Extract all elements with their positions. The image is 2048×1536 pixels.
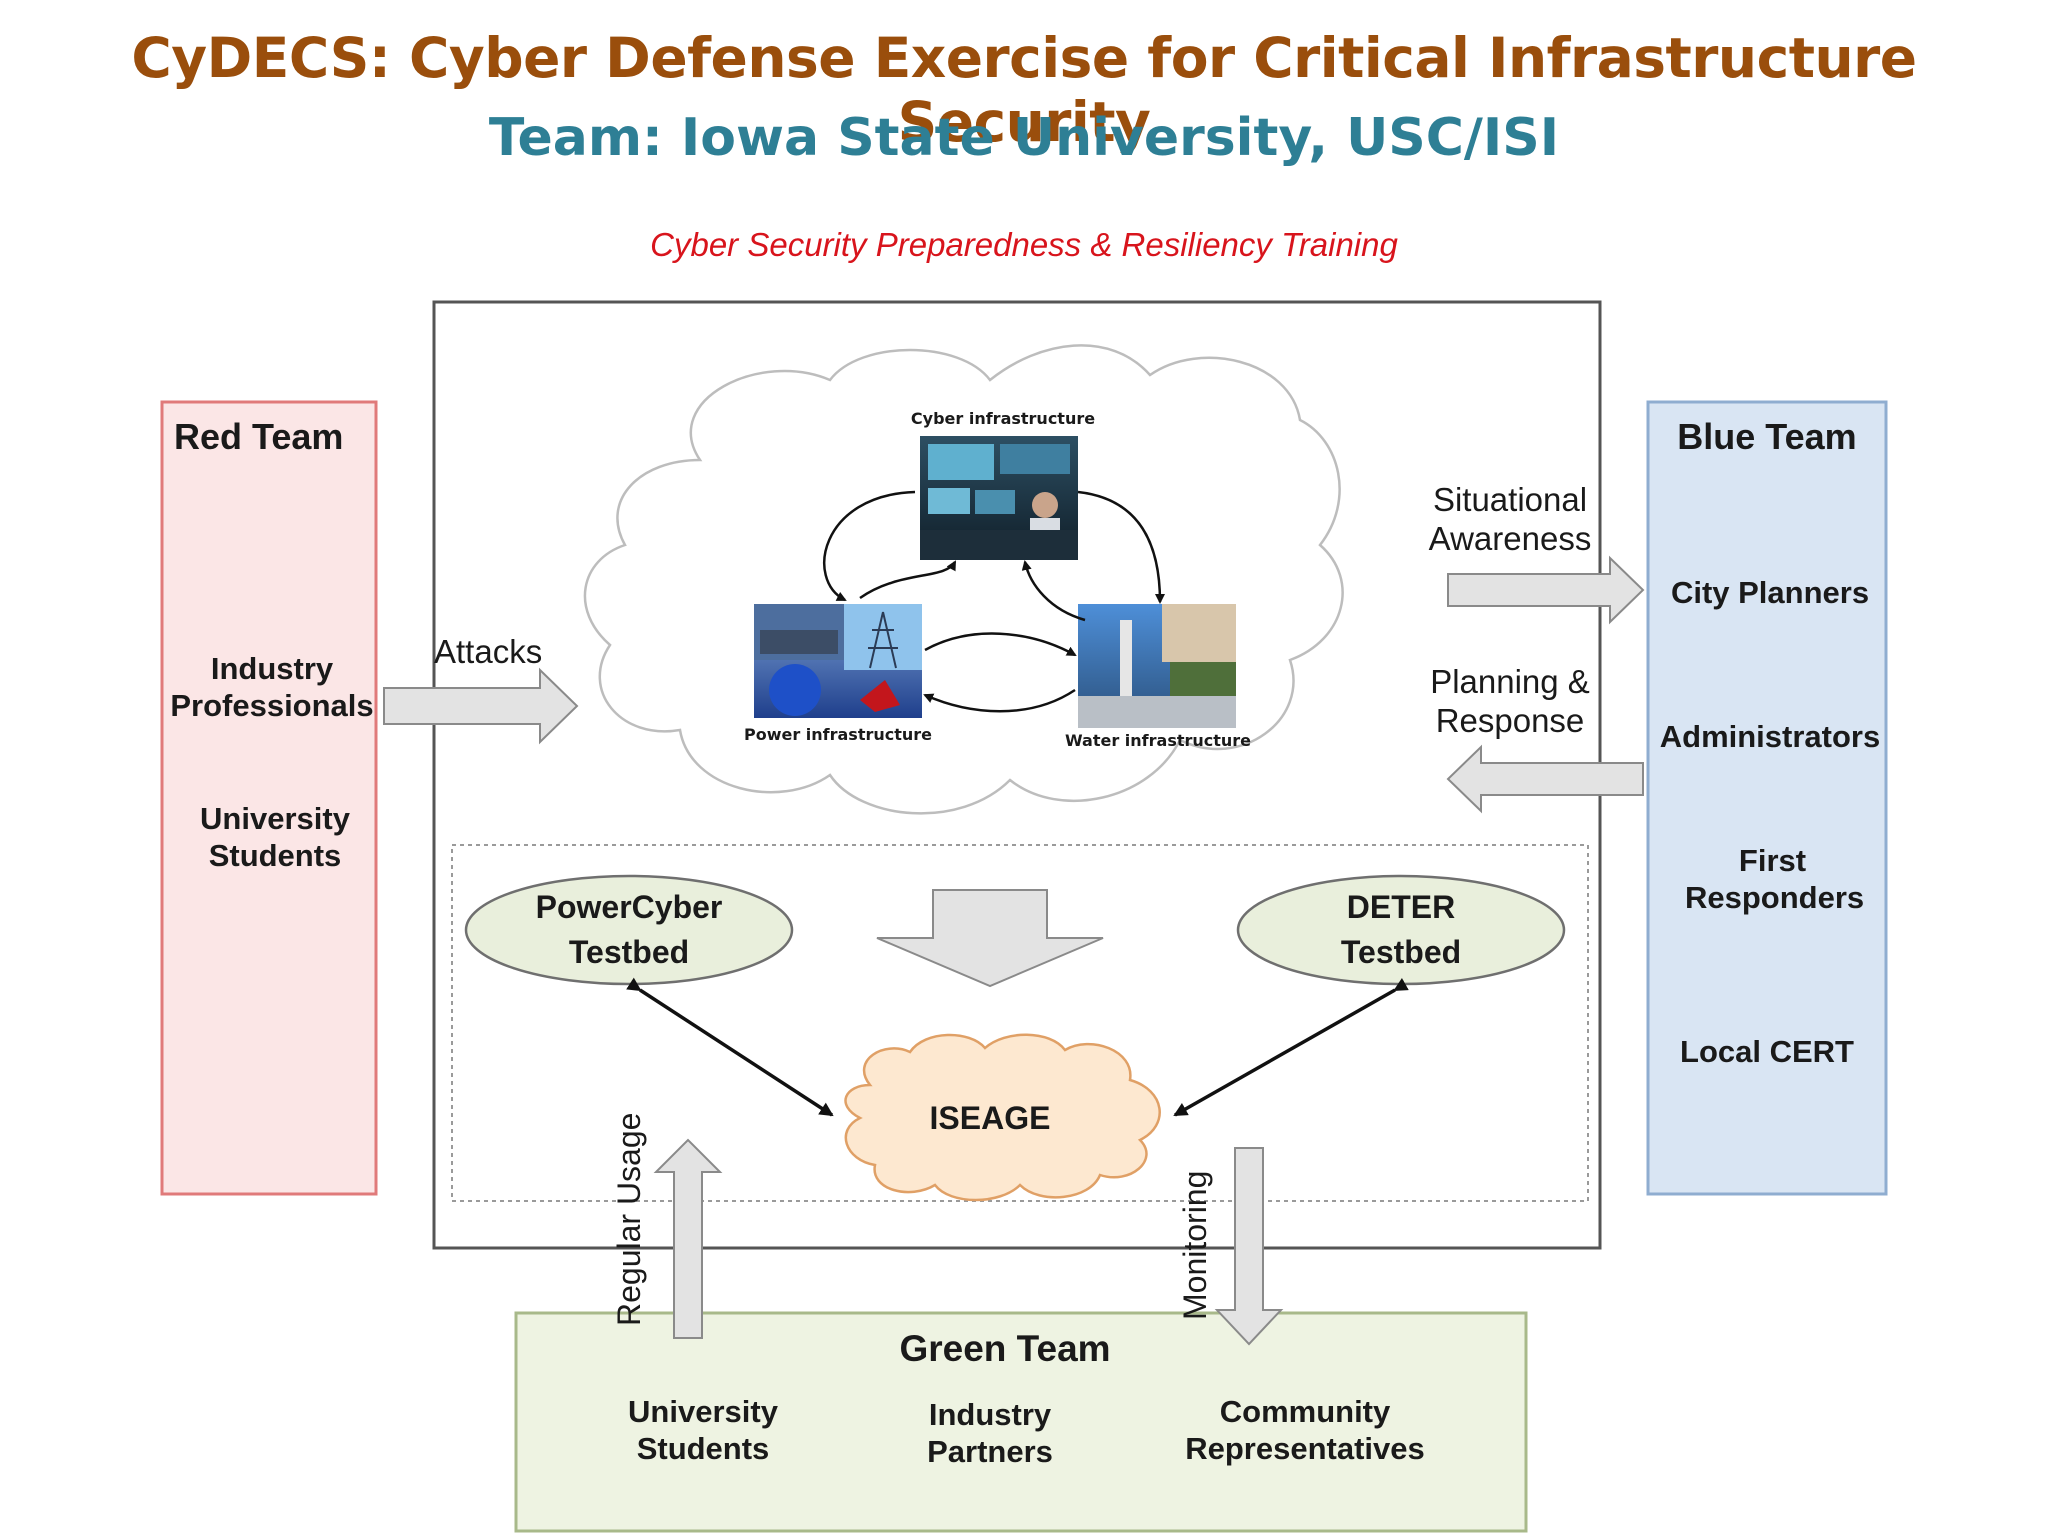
water-infrastructure-label: Water infrastructure bbox=[1065, 731, 1251, 750]
cyber-to-water-arrow bbox=[1077, 490, 1165, 604]
page-title: CyDECS: Cyber Defense Exercise for Criti… bbox=[131, 26, 1917, 154]
blue-team-member: First Responders bbox=[1685, 843, 1865, 915]
green-team-panel bbox=[514, 1311, 1528, 1533]
testbed-region bbox=[451, 844, 1589, 1202]
green-team-member: Community Representatives bbox=[1185, 1394, 1425, 1466]
blue-team-member: Local CERT bbox=[1680, 1034, 1854, 1069]
regular-usage-arrow bbox=[653, 1138, 723, 1339]
diagram-tagline: Cyber Security Preparedness & Resiliency… bbox=[650, 226, 1398, 263]
green-team-member: University Students bbox=[628, 1394, 778, 1466]
power-to-cyber-arrow bbox=[859, 560, 957, 600]
water-infrastructure-image bbox=[1078, 604, 1236, 728]
water-to-cyber-arrow bbox=[1021, 560, 1086, 622]
blue-team-member: City Planners bbox=[1670, 575, 1870, 610]
powercyber-iseage-link bbox=[626, 977, 834, 1117]
situational-awareness-label: Situational Awareness bbox=[1428, 481, 1592, 557]
cyber-infrastructure-image bbox=[920, 436, 1078, 560]
red-team-panel bbox=[160, 400, 378, 1196]
power-infrastructure-image bbox=[754, 604, 922, 718]
power-to-water-arrow bbox=[924, 632, 1077, 657]
monitoring-label: Monitoring bbox=[1177, 1171, 1213, 1320]
page-subtitle: Team: Iowa State University, USC/ISI bbox=[488, 108, 1560, 168]
water-to-power-arrow bbox=[923, 688, 1076, 713]
power-infrastructure-label: Power infrastructure bbox=[744, 725, 932, 744]
deter-iseage-link bbox=[1173, 977, 1409, 1117]
iseage-label: ISEAGE bbox=[929, 1100, 1051, 1136]
down-to-testbeds-arrow bbox=[876, 889, 1104, 988]
attacks-arrow bbox=[383, 667, 579, 745]
planning-response-label: Planning & Response bbox=[1430, 663, 1590, 739]
cyber-to-power-arrow bbox=[823, 490, 916, 602]
red-team-member: Industry Professionals bbox=[170, 651, 374, 723]
red-team-member: University Students bbox=[200, 801, 350, 873]
monitoring-arrow bbox=[1214, 1147, 1284, 1346]
cyber-infrastructure-label: Cyber infrastructure bbox=[911, 409, 1095, 428]
blue-team-member: Administrators bbox=[1659, 719, 1881, 754]
situational-awareness-arrow bbox=[1447, 555, 1645, 625]
red-team-title: Red Team bbox=[174, 416, 344, 457]
green-team-member: Industry Partners bbox=[927, 1397, 1053, 1469]
attacks-label: Attacks bbox=[434, 633, 543, 670]
blue-team-panel bbox=[1646, 400, 1888, 1196]
regular-usage-label: Regular Usage bbox=[611, 1113, 647, 1326]
green-team-title: Green Team bbox=[899, 1328, 1111, 1369]
deter-testbed-label: DETER Testbed bbox=[1340, 889, 1462, 970]
blue-team-title: Blue Team bbox=[1677, 416, 1857, 457]
planning-response-arrow bbox=[1446, 744, 1644, 814]
powercyber-testbed-label: PowerCyber Testbed bbox=[535, 889, 723, 970]
iseage-cloud bbox=[844, 1033, 1161, 1202]
